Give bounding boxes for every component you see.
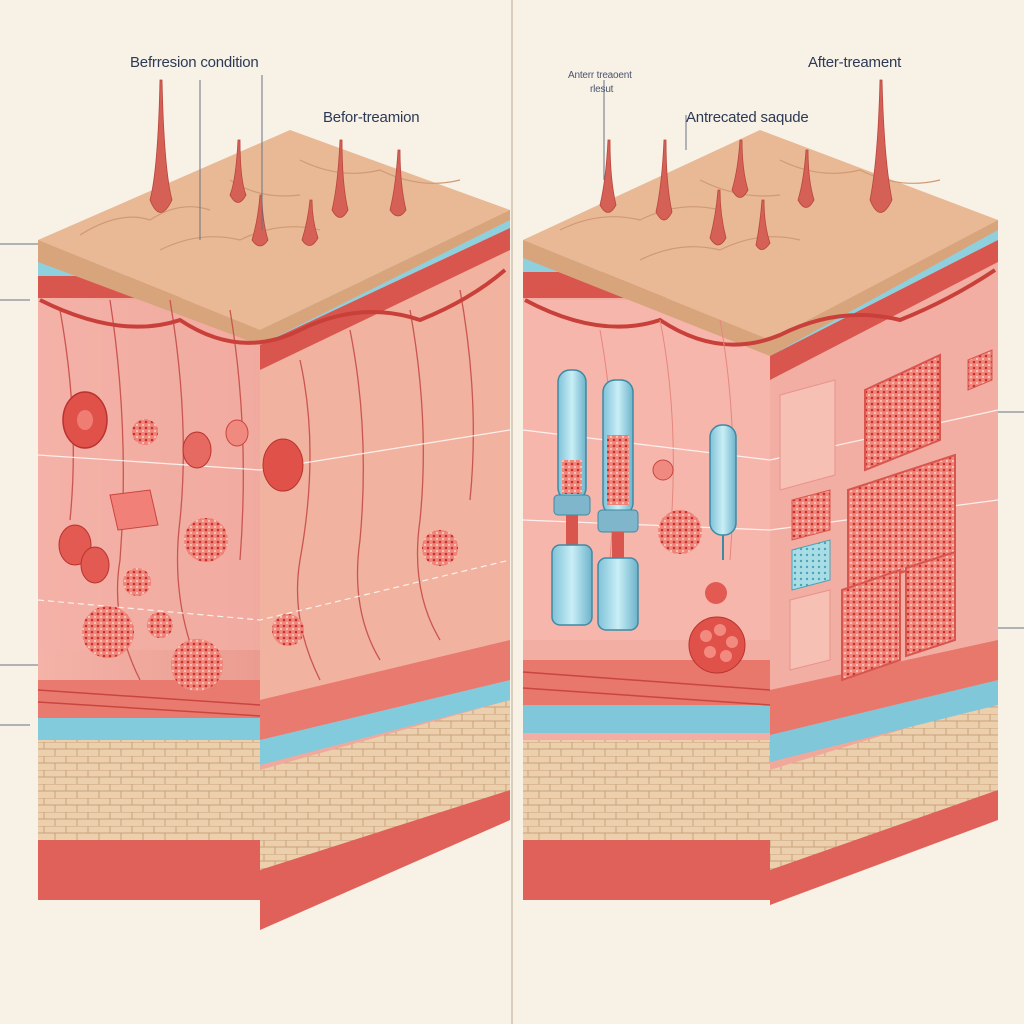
before-skin-block (37, 75, 511, 930)
treatment-device-3 (709, 424, 737, 560)
before-cells (58, 391, 458, 691)
label-after-small-2: rlesut (590, 84, 614, 95)
left-annotation-ticks (0, 243, 38, 726)
label-before-treatment: Befor-treamion (323, 109, 420, 126)
after-base-layer (523, 840, 770, 900)
label-before-condition: Befrresion condition (130, 54, 259, 71)
after-skin-block (522, 79, 1024, 905)
label-after-treated-sequence: Antrecated saqude (686, 109, 809, 126)
treatment-device-1 (551, 369, 593, 626)
label-after-small-1: Anterr treaoent (568, 70, 632, 81)
before-blue-vessel-layer (38, 718, 260, 740)
after-fat-layer (523, 740, 770, 840)
before-base-layer (38, 840, 260, 900)
after-treated-tissue-panels (779, 349, 993, 682)
after-blue-vessel-layer (523, 705, 770, 733)
label-after-treatment: After-treament (808, 54, 902, 71)
treatment-device-2 (597, 379, 639, 631)
before-top-epidermis (38, 130, 510, 330)
before-fat-layer (38, 740, 260, 840)
